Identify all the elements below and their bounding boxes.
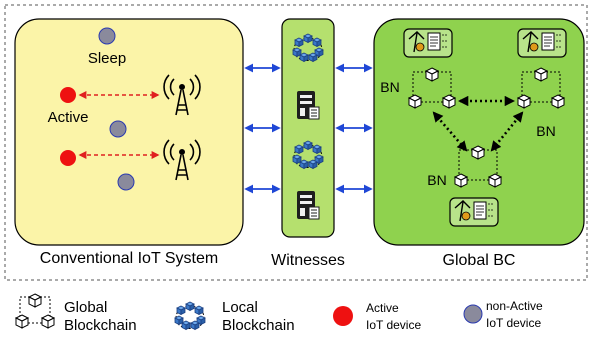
- inactive-device-dot: [98, 27, 116, 45]
- miner-ledger-icon: [449, 197, 499, 227]
- active-device-dot: [333, 306, 353, 326]
- legend-global-line2: Blockchain: [64, 317, 137, 334]
- inactive-device-dot: [117, 173, 135, 191]
- legend-nonactive-device: non-Active IoT device: [463, 299, 543, 330]
- miner-ledger-icon: [517, 28, 567, 58]
- witness-panel: [281, 18, 335, 238]
- legend-nonactive-line2: IoT device: [486, 316, 541, 330]
- active-device-dot: [60, 150, 76, 166]
- local-blockchain-icon: [175, 302, 205, 330]
- global-block-icon: [15, 293, 55, 329]
- witness-link-arrows: [244, 63, 373, 194]
- bn-cluster-left: [408, 67, 456, 109]
- miner-ledger-icon: [403, 28, 453, 58]
- bn-label: BN: [427, 172, 446, 188]
- bn-label: BN: [536, 123, 555, 139]
- global-bc-label: Global BC: [443, 252, 516, 269]
- active-device-dot: [60, 87, 76, 103]
- witnesses-label: Witnesses: [271, 252, 345, 269]
- legend-global-blockchain: Global Blockchain: [15, 293, 137, 334]
- inactive-device-dot: [109, 120, 127, 138]
- legend-local-line1: Local: [222, 299, 258, 316]
- iot-system-label: Conventional IoT System: [40, 250, 218, 267]
- inactive-device-dot: [463, 304, 483, 324]
- legend-global-line1: Global: [64, 299, 107, 316]
- bn-cluster-right: [517, 67, 565, 109]
- bn-label: BN: [380, 79, 399, 95]
- legend-local-blockchain: Local Blockchain: [175, 299, 295, 334]
- active-label: Active: [48, 109, 89, 126]
- sleep-label: Sleep: [88, 50, 126, 67]
- outer-dashed-frame: [4, 4, 588, 281]
- legend-active-line2: IoT device: [366, 318, 421, 332]
- iot-system-panel: [14, 18, 244, 246]
- bn-peer-links: [432, 95, 524, 152]
- legend-active-line1: Active: [366, 301, 399, 315]
- legend-local-line2: Blockchain: [222, 317, 295, 334]
- legend-nonactive-line1: non-Active: [486, 299, 543, 313]
- legend: Global Blockchain Local Blockchain Activ…: [15, 293, 543, 334]
- legend-active-device: Active IoT device: [333, 301, 421, 332]
- bn-cluster-bottom: [454, 145, 502, 188]
